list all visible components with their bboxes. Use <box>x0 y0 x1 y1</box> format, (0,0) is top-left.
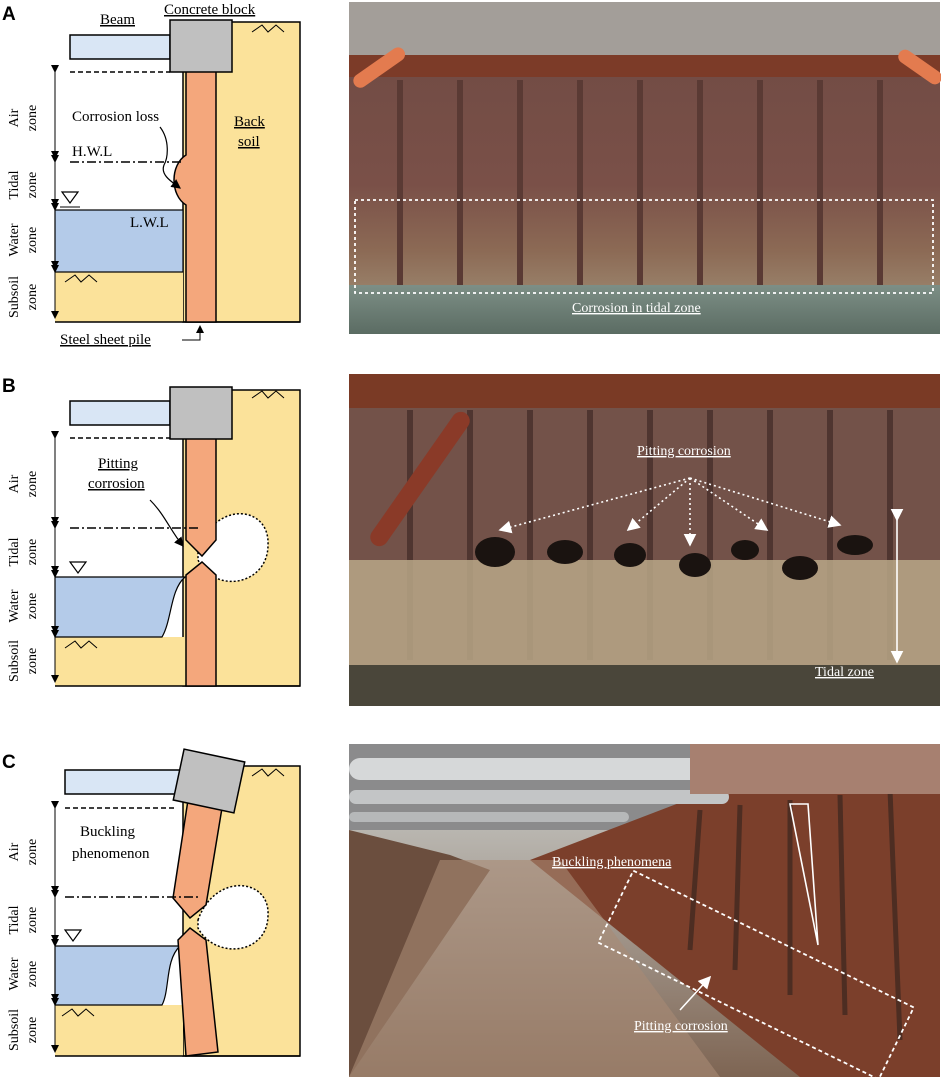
beam-c <box>64 769 181 795</box>
zone-tidal-a-2: zone <box>25 172 40 198</box>
zone-subsoil-a-1: Subsoil <box>7 276 22 318</box>
water-a <box>54 209 184 273</box>
subsoil-hatch-a <box>64 274 98 283</box>
zone-labels-a: Air zone Tidal zone Water zone Subsoil z… <box>7 105 40 318</box>
water-level-triangle-b <box>68 561 88 575</box>
zone-tidal-c-2: zone <box>25 907 40 933</box>
buckling-label-2: phenomenon <box>72 846 150 862</box>
hwl-label: H.W.L <box>72 144 112 160</box>
soil-hatch-c <box>251 768 285 777</box>
buckling-angle-marker <box>789 803 819 946</box>
steel-sheet-pile-b-lower <box>185 561 217 687</box>
subsoil-b <box>55 637 185 686</box>
zone-air-b-1: Air <box>7 474 22 493</box>
pitting-label-2: corrosion <box>88 476 145 492</box>
soil-hatch-a <box>251 24 285 33</box>
soil-hatch-b <box>251 390 285 399</box>
zone-subsoil-c-2: zone <box>25 1017 40 1043</box>
zone-tidal-b-2: zone <box>25 539 40 565</box>
beam-a <box>69 34 171 60</box>
corrosion-tidal-label: Corrosion in tidal zone <box>572 301 701 316</box>
subsoil-hatch-c <box>61 1008 95 1017</box>
pitting-photo-label: Pitting corrosion <box>637 444 731 459</box>
zone-subsoil-a-2: zone <box>25 284 40 310</box>
corrosion-arrow-a <box>159 126 181 189</box>
concrete-block-b <box>169 386 233 440</box>
pitting-arrow-b <box>149 499 184 547</box>
zone-tidal-a-1: Tidal <box>7 170 22 199</box>
buckling-label-1: Buckling <box>80 824 135 840</box>
steel-sheet-pile-label: Steel sheet pile <box>60 332 151 348</box>
concrete-block-label: Concrete block <box>164 2 256 18</box>
subsoil-a <box>55 272 183 322</box>
tidal-zone-box <box>354 199 934 294</box>
panel-letter-c: C <box>2 752 16 773</box>
zone-subsoil-b-2: zone <box>25 648 40 674</box>
back-soil-label-1: Back <box>234 114 265 130</box>
zone-labels-b: Air zone Tidal zone Water zone Subsoil z… <box>7 471 40 682</box>
photo-c: Buckling phenomena Pitting corrosion <box>349 744 940 1079</box>
lwl-label: L.W.L <box>130 215 169 231</box>
pitting-photo-label-c: Pitting corrosion <box>634 1019 728 1034</box>
panel-letter-a: A <box>2 4 16 25</box>
zone-air-c-1: Air <box>7 842 22 861</box>
photo-a: Corrosion in tidal zone <box>349 2 941 334</box>
concrete-block-a <box>169 19 233 73</box>
corrosion-loss-label: Corrosion loss <box>72 109 159 125</box>
pitting-arrow-c <box>679 975 712 1011</box>
zone-air-a-2: zone <box>25 105 40 131</box>
zone-water-b-2: zone <box>25 593 40 619</box>
water-level-triangle-c <box>63 929 83 943</box>
zone-tidal-c-1: Tidal <box>7 905 22 934</box>
subsoil-c <box>55 1005 183 1056</box>
photo-b: Pitting corrosion Tidal zone <box>349 374 940 706</box>
water-b <box>54 576 187 638</box>
steel-sheet-pile-a <box>173 69 217 323</box>
panel-letter-b: B <box>2 376 16 397</box>
water-c <box>54 945 182 1006</box>
zone-water-a-1: Water <box>7 223 22 256</box>
subsoil-hatch-b <box>64 640 98 649</box>
zone-water-c-2: zone <box>25 961 40 987</box>
zone-water-a-2: zone <box>25 227 40 253</box>
zone-labels-c: Air zone Tidal zone Water zone Subsoil z… <box>7 839 40 1051</box>
panel-a: A Air zone Tidal zone <box>2 2 301 348</box>
zone-air-b-2: zone <box>25 471 40 497</box>
panel-c: C Air zone Tidal zone Water zone Subsoil <box>2 748 301 1057</box>
pitting-arrows-photo <box>498 477 842 547</box>
zone-tidal-b-1: Tidal <box>7 537 22 566</box>
zone-air-c-2: zone <box>25 839 40 865</box>
panel-b: B Air zone Tidal zone Water zone <box>2 376 301 687</box>
water-level-triangle-a <box>60 191 80 205</box>
zone-air-a-1: Air <box>7 108 22 127</box>
tidal-photo-label: Tidal zone <box>815 665 874 680</box>
zone-water-b-1: Water <box>7 589 22 622</box>
pitting-void-c <box>197 884 269 950</box>
buckled-pile-lower-c <box>177 927 219 1057</box>
zone-subsoil-b-1: Subsoil <box>7 640 22 682</box>
buckling-zone-box <box>597 869 915 1079</box>
back-soil-label-2: soil <box>238 134 260 150</box>
buckling-photo-label: Buckling phenomena <box>552 855 672 870</box>
concrete-block-c <box>172 748 246 814</box>
zone-water-c-1: Water <box>7 957 22 990</box>
beam-b <box>69 400 171 426</box>
pitting-label-1: Pitting <box>98 456 139 472</box>
steel-sheet-pile-b-upper <box>185 435 217 558</box>
pile-pointer-a <box>182 325 204 341</box>
beam-label: Beam <box>100 12 135 28</box>
zone-subsoil-c-1: Subsoil <box>7 1009 22 1051</box>
